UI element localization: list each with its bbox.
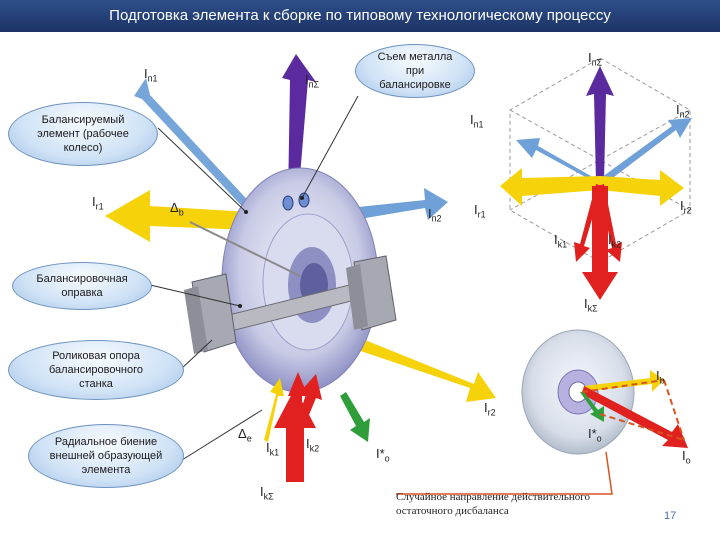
- construction-line-b: [663, 379, 685, 441]
- vector-io-star-right: [580, 392, 604, 422]
- callout-balancing-mandrel: Балансировочная оправка: [12, 262, 152, 310]
- callout-balanced-element: Балансируемый элемент (рабочее колесо): [8, 102, 158, 166]
- label-in1-right: Iп1: [470, 112, 484, 130]
- label-in2-mid: Iп2: [428, 206, 442, 224]
- vector-ins-left: [282, 54, 316, 200]
- label-ik2-mid: Ik2: [306, 436, 320, 454]
- callout-roller-support: Роликовая опора балансировочного станка: [8, 340, 184, 400]
- vector-iks-right: [582, 186, 618, 300]
- label-io-right: Io: [682, 448, 691, 466]
- label-ik2-right: Ik2: [608, 232, 622, 250]
- label-ir1-right: Ir1: [474, 202, 486, 220]
- vector-iks-left: [274, 388, 316, 482]
- label-ib-right: Ib: [656, 368, 665, 386]
- note-leader: [396, 451, 613, 495]
- label-ir2-mid: Ir2: [484, 400, 496, 418]
- vector-in2-right: [598, 118, 692, 186]
- label-ir2-right: Ir2: [680, 198, 692, 216]
- callout-metal-removal: Съем металла при балансировке: [355, 44, 475, 98]
- label-ik1-right: Ik1: [554, 232, 568, 250]
- vector-in1-left: [134, 78, 255, 215]
- random-direction-note: Случайное направление действительного ос…: [396, 491, 590, 517]
- vector-delta-e: [264, 378, 284, 442]
- label-ik1-mid: Ik1: [266, 440, 280, 458]
- leader-delta-b: [189, 221, 301, 277]
- vector-ir2-right: [600, 170, 684, 206]
- label-delta-e: Δe: [238, 426, 252, 444]
- vector-in1-right: [516, 138, 602, 186]
- construction-line-c: [599, 413, 685, 441]
- label-ir1-left: Ir1: [92, 194, 104, 212]
- leader-mandrel: [145, 283, 241, 307]
- label-iks-mid: IkΣ: [260, 484, 274, 502]
- label-in1-left: Iп1: [144, 66, 158, 84]
- page-number: 17: [664, 510, 677, 522]
- callout-radial-runout: Радиальное биение внешней образующей эле…: [28, 424, 184, 488]
- leader-runout: [181, 409, 263, 461]
- vector-ir1-left: [105, 190, 250, 242]
- label-ins-left: IпΣ: [305, 72, 320, 90]
- label-io-star-left: I*o: [376, 446, 390, 464]
- vector-ins-right: [586, 66, 614, 182]
- slide-title: Подготовка элемента к сборке по типовому…: [0, 0, 720, 32]
- leader-removal: [301, 95, 359, 199]
- leader-roller: [179, 339, 213, 371]
- construction-line-a: [581, 379, 665, 393]
- label-iks-right: IkΣ: [584, 296, 598, 314]
- leader-balanced: [157, 127, 247, 213]
- vector-ib-right: [582, 370, 664, 392]
- label-delta-b: Δb: [170, 200, 184, 218]
- label-ins-right: IпΣ: [588, 50, 603, 68]
- vector-ir1-right: [500, 168, 600, 206]
- label-io-star-right: I*o: [588, 426, 602, 444]
- vector-io-star-left: [340, 392, 370, 442]
- label-in2-right: Iп2: [676, 102, 690, 120]
- vector-ir2-left: [334, 330, 496, 402]
